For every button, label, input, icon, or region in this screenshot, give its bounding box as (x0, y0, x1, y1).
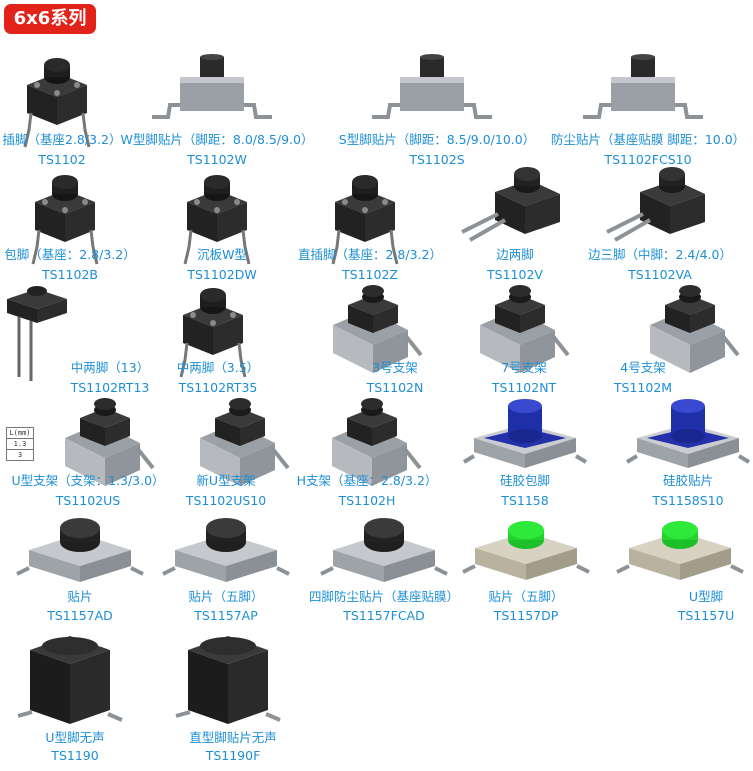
product-model: TS1102US (55, 493, 121, 508)
product-model: TS1190F (205, 748, 261, 763)
product-description: U型脚无声 (45, 730, 105, 745)
product-model: TS1190 (51, 748, 99, 763)
tact-switch-image (462, 399, 588, 468)
tact-switch-image (183, 175, 251, 265)
product-model: TS1102H (338, 493, 396, 508)
product-model: TS1157DP (493, 608, 559, 623)
tact-switch-image (461, 167, 560, 242)
tact-switch-image (17, 636, 123, 724)
dimension-table: L(mm) 1.3 3 (6, 427, 34, 461)
product-model: TS1102RT13 (70, 380, 150, 395)
product-description: 直插脚（基座：2.8/3.2） (298, 247, 442, 262)
product-model: TS1102Z (342, 267, 398, 282)
product-model: TS1102FCS10 (604, 152, 692, 167)
tact-switch-image (16, 518, 144, 582)
product-description: 插脚（基座2.8/3.2） (2, 132, 122, 147)
product-model: TS1102US10 (185, 493, 267, 508)
series-badge: 6x6系列 (4, 4, 96, 34)
tact-switch-image (616, 521, 744, 580)
product-model: TS1102S (409, 152, 465, 167)
product-description: 中两脚（3.5） (176, 360, 260, 375)
tact-switch-image (175, 636, 281, 724)
product-model: TS1102W (187, 152, 247, 167)
tact-switch-image (480, 285, 570, 373)
tact-switch-image (152, 54, 272, 119)
tact-switch-image (179, 288, 247, 378)
tact-switch-image (200, 398, 290, 486)
product-description: 硅胶贴片 (662, 473, 714, 488)
tact-switch-image (7, 286, 67, 381)
product-model: TS1157U (677, 608, 735, 623)
product-model: TS1158 (501, 493, 549, 508)
product-model: TS1157AD (47, 608, 113, 623)
tact-switch-image (462, 521, 590, 580)
product-description: 4号支架 (620, 360, 666, 375)
product-description: 沉板W型 (197, 247, 247, 262)
product-model: TS1102NT (491, 380, 557, 395)
tact-switch-image (331, 175, 399, 265)
product-description: 贴片（五脚） (188, 589, 264, 604)
product-description: 直型脚贴片无声 (189, 730, 277, 745)
product-description: 包脚（基座：2.8/3.2） (4, 247, 136, 262)
product-model: TS1102RT35 (178, 380, 258, 395)
dimension-table-value-2: 3 (6, 450, 34, 461)
product-description: 防尘贴片（基座贴膜 脚距：10.0） (550, 132, 746, 147)
product-model: TS1102M (613, 380, 673, 395)
product-description: 贴片 (67, 589, 93, 604)
product-model: TS1102V (487, 267, 543, 282)
dimension-table-value-1: 1.3 (6, 439, 34, 450)
tact-switch-image (606, 167, 705, 242)
product-model: TS1157AP (194, 608, 258, 623)
product-model: TS1102DW (187, 267, 257, 282)
product-description: 中两脚（13） (70, 360, 150, 375)
product-description: U型脚 (688, 589, 724, 604)
product-description: 贴片（五脚） (488, 589, 564, 604)
product-model: TS1102VA (628, 267, 692, 282)
tact-switch-image (23, 58, 91, 148)
product-description: W型脚贴片（脚距：8.0/8.5/9.0） (120, 132, 314, 147)
product-description: 新U型支架 (196, 473, 256, 488)
tact-switch-image (372, 54, 492, 119)
dimension-table-header: L(mm) (6, 427, 34, 439)
product-description: U型支架（支架：1.3/3.0） (11, 473, 165, 488)
tact-switch-image (333, 285, 423, 373)
tact-switch-image (65, 398, 155, 486)
product-description: 硅胶包脚 (499, 473, 551, 488)
product-model: TS1102 (38, 152, 86, 167)
product-model: TS1102N (366, 380, 424, 395)
product-description: S型脚贴片（脚距：8.5/9.0/10.0） (338, 132, 536, 147)
product-description: 边两脚 (496, 247, 534, 262)
tact-switch-image (320, 518, 448, 582)
tact-switch-image (162, 518, 290, 582)
tact-switch-image (332, 398, 422, 486)
product-model: TS1102B (42, 267, 98, 282)
product-description: H支架（基座：2.8/3.2） (296, 473, 438, 488)
tact-switch-image (583, 54, 703, 119)
product-model: TS1157FCAD (343, 608, 425, 623)
tact-switch-image (31, 175, 99, 265)
product-description: 3号支架 (372, 360, 418, 375)
tact-switch-image (650, 285, 740, 373)
product-model: TS1158S10 (652, 493, 724, 508)
product-description: 7号支架 (501, 360, 547, 375)
tact-switch-image (625, 399, 751, 468)
product-description: 四脚防尘贴片（基座贴膜） (308, 589, 460, 604)
product-description: 边三脚（中脚：2.4/4.0） (588, 247, 732, 262)
